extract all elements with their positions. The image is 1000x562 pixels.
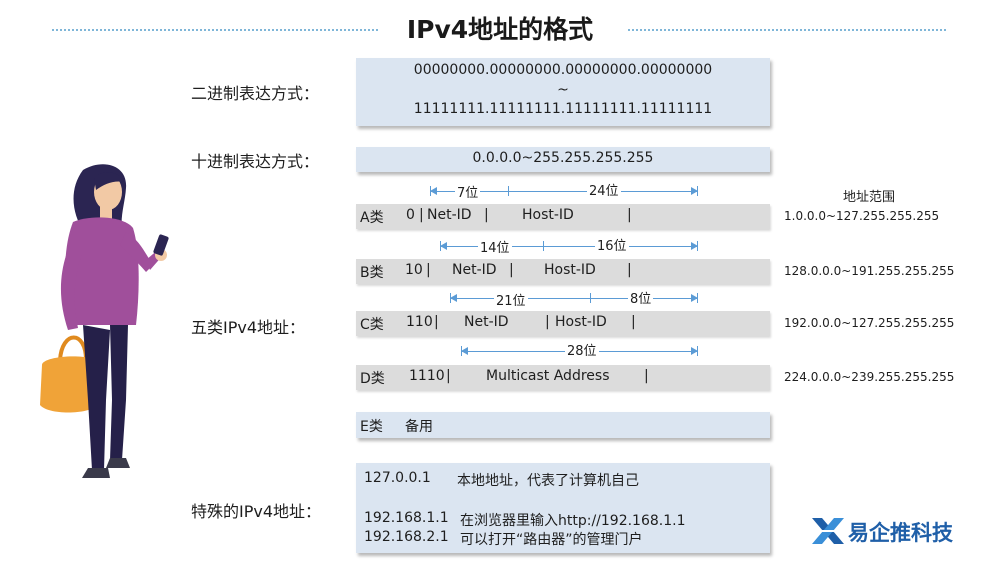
woman-with-phone-illustration xyxy=(40,164,169,478)
class-d-range: 224.0.0.0~239.255.255.255 xyxy=(784,370,955,384)
class-c-sep1: | xyxy=(434,314,439,330)
binary-min: 00000000.00000000.00000000.00000000 xyxy=(413,62,713,78)
class-d-arrow-left xyxy=(461,347,468,355)
special-addr-2: 192.168.1.1 xyxy=(364,510,449,526)
special-label: 特殊的IPv4地址： xyxy=(191,502,322,521)
class-d-row xyxy=(356,365,770,390)
class-c-tick-end xyxy=(697,293,698,303)
class-b-tick-start xyxy=(440,241,441,251)
class-c-net-id: Net-ID xyxy=(464,314,509,330)
class-c-host-id: Host-ID xyxy=(555,314,607,330)
class-b-net-id: Net-ID xyxy=(452,262,497,278)
class-a-range: 1.0.0.0~127.255.255.255 xyxy=(784,209,940,223)
class-b-host-bits: 16位 xyxy=(595,235,629,254)
class-a-prefix: 0 xyxy=(406,207,415,223)
class-a-sep1: | xyxy=(419,207,424,223)
class-c-prefix: 110 xyxy=(406,314,433,330)
page-title: IPv4地址的格式 xyxy=(406,15,594,44)
class-d-sep1: | xyxy=(446,368,451,384)
class-c-sep2: | xyxy=(545,314,550,330)
class-a-host-bits: 24位 xyxy=(587,180,621,199)
special-addr-3: 192.168.2.1 xyxy=(364,529,449,545)
class-a-tick-end xyxy=(697,186,698,196)
binary-tilde: ~ xyxy=(557,82,569,98)
binary-max: 11111111.11111111.11111111.11111111 xyxy=(413,101,713,117)
class-a-net-id: Net-ID xyxy=(427,207,472,223)
class-c-row xyxy=(356,311,770,336)
title-divider-left xyxy=(52,29,378,31)
x-cross-logo-icon xyxy=(812,518,844,544)
class-a-tick-start xyxy=(430,186,431,196)
five-classes-label: 五类IPv4地址： xyxy=(191,318,306,337)
special-desc-2: 在浏览器里输入http://192.168.1.1 xyxy=(460,513,686,529)
class-b-net-bits: 14位 xyxy=(478,237,512,256)
special-addr-1: 127.0.0.1 xyxy=(364,470,431,486)
class-c-arrow-right xyxy=(691,294,698,302)
class-a-net-bits: 7位 xyxy=(455,182,481,201)
class-b-name: B类 xyxy=(360,265,384,281)
class-c-range: 192.0.0.0~127.255.255.255 xyxy=(784,316,955,330)
class-a-arrow-right xyxy=(691,187,698,195)
class-d-multicast: Multicast Address xyxy=(486,368,610,384)
class-b-sep3: | xyxy=(627,262,632,278)
class-b-tick-end xyxy=(697,241,698,251)
class-b-sep1: | xyxy=(426,262,431,278)
class-a-host-id: Host-ID xyxy=(522,207,574,223)
class-d-bits: 28位 xyxy=(565,340,599,359)
decimal-value: 0.0.0.0~255.255.255.255 xyxy=(472,150,654,166)
class-a-arrow-left xyxy=(430,187,437,195)
class-d-prefix: 1110 xyxy=(409,368,445,384)
class-b-tick-mid xyxy=(543,241,544,251)
class-a-tick-mid xyxy=(508,186,509,196)
class-d-sep2: | xyxy=(644,368,649,384)
class-d-tick-end xyxy=(697,346,698,356)
class-a-sep2: | xyxy=(484,207,489,223)
class-c-dim-line xyxy=(450,298,698,299)
class-b-dim-line xyxy=(440,246,698,247)
class-b-sep2: | xyxy=(509,262,514,278)
class-e-name: E类 xyxy=(360,419,383,435)
class-b-row xyxy=(356,259,770,284)
decimal-label: 十进制表达方式： xyxy=(191,152,320,171)
special-box xyxy=(356,463,770,553)
decimal-box xyxy=(356,147,770,172)
class-b-arrow-right xyxy=(691,242,698,250)
class-d-name: D类 xyxy=(360,371,385,387)
class-e-box xyxy=(356,412,770,438)
special-desc-1: 本地地址，代表了计算机自己 xyxy=(457,473,639,489)
class-a-dim-line xyxy=(430,191,698,192)
class-c-net-bits: 21位 xyxy=(494,290,528,309)
binary-label: 二进制表达方式： xyxy=(191,84,320,103)
class-c-name: C类 xyxy=(360,317,384,333)
class-d-tick-start xyxy=(461,346,462,356)
class-d-arrow-right xyxy=(691,347,698,355)
binary-box xyxy=(356,58,770,126)
class-a-row xyxy=(356,204,770,229)
class-b-host-id: Host-ID xyxy=(544,262,596,278)
range-header: 地址范围 xyxy=(843,190,896,205)
class-c-sep3: | xyxy=(631,314,636,330)
class-b-prefix: 10 xyxy=(405,262,423,278)
class-a-name: A类 xyxy=(360,210,384,226)
logo-text: 易企推科技 xyxy=(848,521,953,545)
class-b-range: 128.0.0.0~191.255.255.255 xyxy=(784,264,955,278)
special-desc-3: 可以打开“路由器”的管理门户 xyxy=(460,532,643,548)
class-e-desc: 备用 xyxy=(405,419,433,435)
class-c-tick-mid xyxy=(590,293,591,303)
class-c-tick-start xyxy=(450,293,451,303)
class-b-arrow-left xyxy=(440,242,447,250)
title-divider-right xyxy=(628,29,946,31)
class-c-host-bits: 8位 xyxy=(628,288,654,307)
class-c-arrow-left xyxy=(450,294,457,302)
class-a-sep3: | xyxy=(627,207,632,223)
